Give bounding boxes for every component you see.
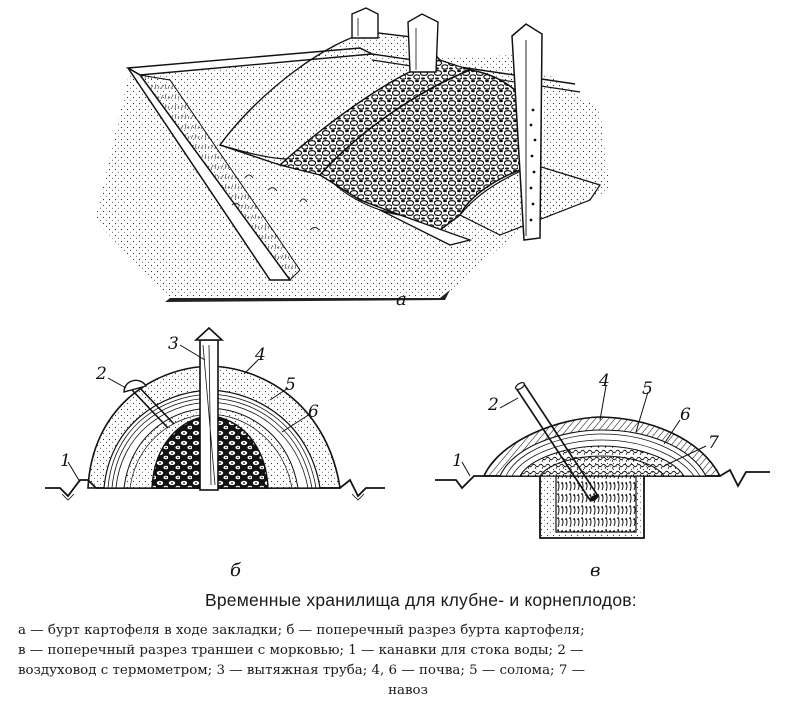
post-back: [351, 7, 379, 39]
panel-v-illustration: [435, 381, 770, 539]
figure-caption: Временные хранилища для клубне- и корнеп…: [18, 590, 788, 701]
panel-a-illustration: [95, 7, 610, 302]
panel-b-label: б: [230, 560, 242, 581]
panel-v-callout-5: 5: [642, 379, 653, 399]
panel-v-callout-4: 4: [598, 371, 610, 391]
caption-body: а — бурт картофеля в ходе закладки; б — …: [18, 621, 788, 701]
panel-b-illustration: [45, 326, 385, 501]
panel-v-callout-1: 1: [452, 451, 463, 471]
storage-diagram: а 1 2 3 4 5 6 б: [45, 7, 770, 581]
panel-v-label: в: [590, 560, 600, 581]
panel-b-callout-3: 3: [168, 334, 179, 354]
caption-line-4: навоз: [388, 683, 428, 698]
caption-line-2: в — поперечный разрез траншеи с морковью…: [18, 643, 584, 658]
panel-b-callout-2: 2: [95, 364, 107, 384]
panel-b-callout-4: 4: [254, 345, 266, 365]
caption-line-3: воздуховод с термометром; 3 — вытяжная т…: [18, 663, 585, 678]
panel-v-callout-6: 6: [680, 405, 691, 425]
caption-line-1: а — бурт картофеля в ходе закладки; б — …: [18, 623, 585, 638]
post-front: [511, 23, 543, 241]
panel-v-callout-2: 2: [487, 395, 499, 415]
post-middle: [407, 13, 439, 73]
panel-b-callout-6: 6: [308, 402, 319, 422]
panel-v-callout-7: 7: [708, 433, 719, 453]
panel-b-callout-5: 5: [285, 375, 296, 395]
caption-title: Временные хранилища для клубне- и корнеп…: [205, 590, 637, 610]
panel-b-callout-1: 1: [60, 451, 71, 471]
panel-a-label: а: [396, 289, 407, 310]
